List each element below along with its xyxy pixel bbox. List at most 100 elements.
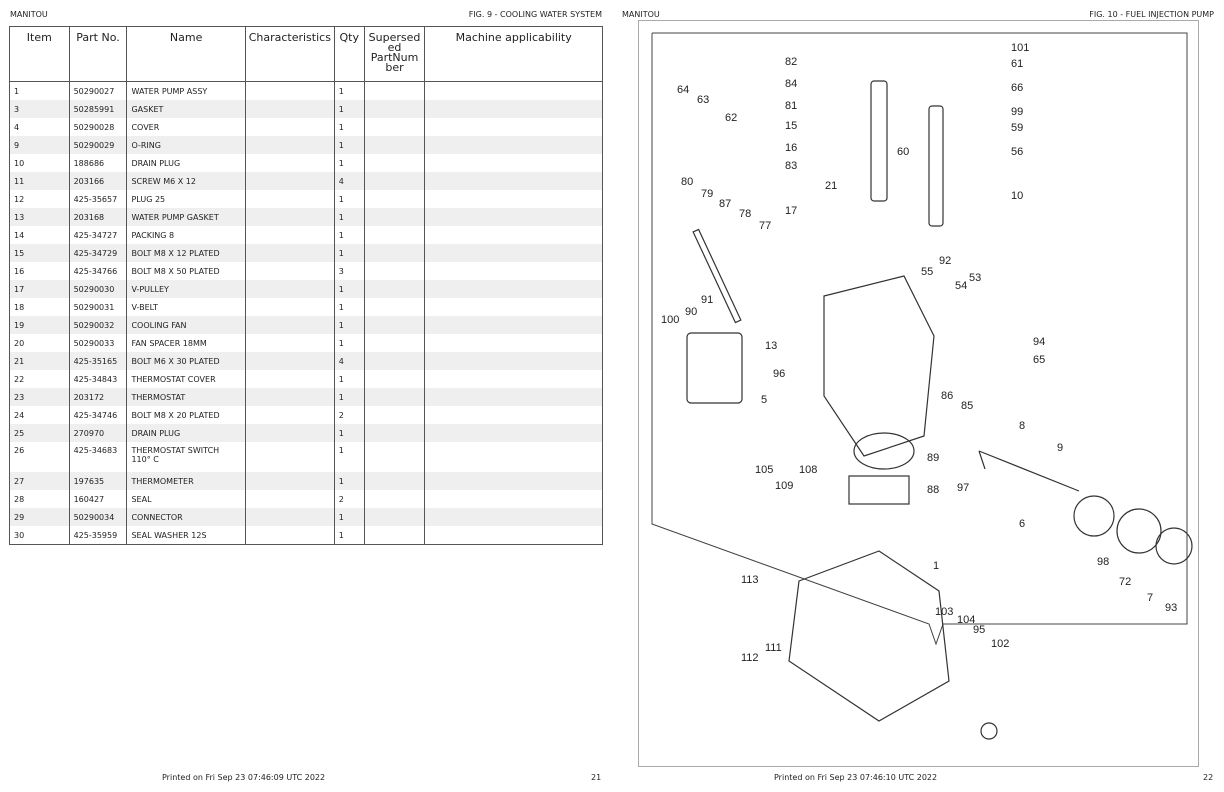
part-no-cell: 203166 [68, 172, 127, 190]
item-cell: 15 [9, 244, 70, 262]
characteristics-cell [244, 280, 335, 298]
superseded-cell [363, 442, 425, 472]
applicability-cell [424, 316, 603, 334]
part-no-cell: 197635 [68, 472, 127, 490]
characteristics-cell [244, 316, 335, 334]
part-no-cell: 188686 [68, 154, 127, 172]
callout-label: 17 [785, 205, 797, 217]
callout-label: 5 [761, 394, 767, 406]
callout-label: 6 [1019, 518, 1025, 530]
injection-pump-assembly-sketch [788, 550, 950, 722]
qty-cell: 1 [333, 208, 365, 226]
name-cell: BOLT M8 X 50 PLATED [126, 262, 246, 280]
callout-label: 59 [1011, 122, 1023, 134]
right-page-number: 22 [1203, 773, 1214, 782]
applicability-cell [424, 424, 603, 442]
item-cell: 10 [14, 158, 25, 168]
name-cell: GASKET [126, 100, 246, 118]
name-cell: PLUG 25 [126, 190, 246, 208]
applicability-cell [424, 136, 603, 154]
item-cell: 11 [9, 172, 70, 190]
characteristics-cell [244, 424, 335, 442]
characteristics-cell [244, 490, 335, 508]
applicability-cell [424, 388, 603, 406]
superseded-cell [363, 154, 425, 172]
shaft-sketch [692, 228, 742, 324]
superseded-cell [363, 208, 425, 226]
characteristics-cell [244, 508, 335, 526]
name-cell: SEAL [126, 490, 246, 508]
callout-label: 62 [725, 112, 737, 124]
item-cell: 14 [14, 230, 25, 240]
name-cell: THERMOMETER [126, 472, 246, 490]
callout-label: 63 [697, 94, 709, 106]
applicability-cell [424, 190, 603, 208]
right-printed-on: Printed on Fri Sep 23 07:46:10 UTC 2022 [774, 773, 938, 782]
superseded-cell [363, 472, 425, 490]
part-no-cell: 425-34729 [68, 244, 127, 262]
characteristics-cell [244, 190, 335, 208]
callout-label: 85 [961, 400, 973, 412]
right-figure-title: FIG. 10 - FUEL INJECTION PUMP [1089, 10, 1214, 19]
qty-cell: 1 [333, 388, 365, 406]
item-cell: 23 [9, 388, 70, 406]
name-cell: BOLT M6 X 30 PLATED [126, 352, 246, 370]
item-cell: 1 [14, 86, 20, 96]
callout-label: 97 [957, 482, 969, 494]
seal-ring-sketch [1116, 508, 1162, 554]
callout-label: 7 [1147, 592, 1153, 604]
name-cell: SCREW M6 X 12 [126, 172, 246, 190]
characteristics-cell [244, 100, 335, 118]
item-cell: 4 [14, 122, 20, 132]
callout-label: 89 [927, 452, 939, 464]
item-cell: 19 [9, 316, 70, 334]
callout-label: 100 [661, 314, 679, 326]
qty-cell: 1 [333, 190, 365, 208]
item-cell: 16 [14, 266, 25, 276]
part-no-cell: 425-35657 [68, 190, 127, 208]
name-cell: WATER PUMP ASSY [126, 81, 246, 100]
superseded-cell [363, 298, 425, 316]
qty-cell: 4 [333, 352, 365, 370]
applicability-cell [424, 154, 603, 172]
callout-label: 109 [775, 480, 793, 492]
cover-plate-sketch [686, 332, 743, 404]
qty-cell: 1 [333, 508, 365, 526]
qty-cell: 1 [333, 118, 365, 136]
part-no-cell: 425-34727 [68, 226, 127, 244]
parts-table-header: Item Part No. Name Characteristics Qty S… [9, 26, 603, 82]
callout-label: 101 [1011, 42, 1029, 54]
superseded-cell [363, 136, 425, 154]
superseded-cell [363, 370, 425, 388]
callout-label: 103 [935, 606, 953, 618]
part-no-cell: 270970 [68, 424, 127, 442]
name-cell: THERMOSTAT COVER [126, 370, 246, 388]
qty-cell: 1 [333, 370, 365, 388]
qty-cell: 1 [333, 280, 365, 298]
item-cell: 26 [14, 446, 25, 455]
superseded-cell [363, 424, 425, 442]
callout-label: 55 [921, 266, 933, 278]
part-no-cell: 50290029 [68, 136, 127, 154]
superseded-cell [363, 100, 425, 118]
characteristics-cell [244, 388, 335, 406]
col-superseded: Supersed ed PartNum ber [363, 26, 425, 82]
callout-label: 99 [1011, 106, 1023, 118]
callout-label: 111 [765, 642, 782, 654]
callout-label: 64 [677, 84, 689, 96]
callout-label: 15 [785, 120, 797, 132]
applicability-cell [424, 508, 603, 526]
part-no-cell: 425-34843 [68, 370, 127, 388]
superseded-cell [363, 262, 425, 280]
superseded-cell [363, 172, 425, 190]
